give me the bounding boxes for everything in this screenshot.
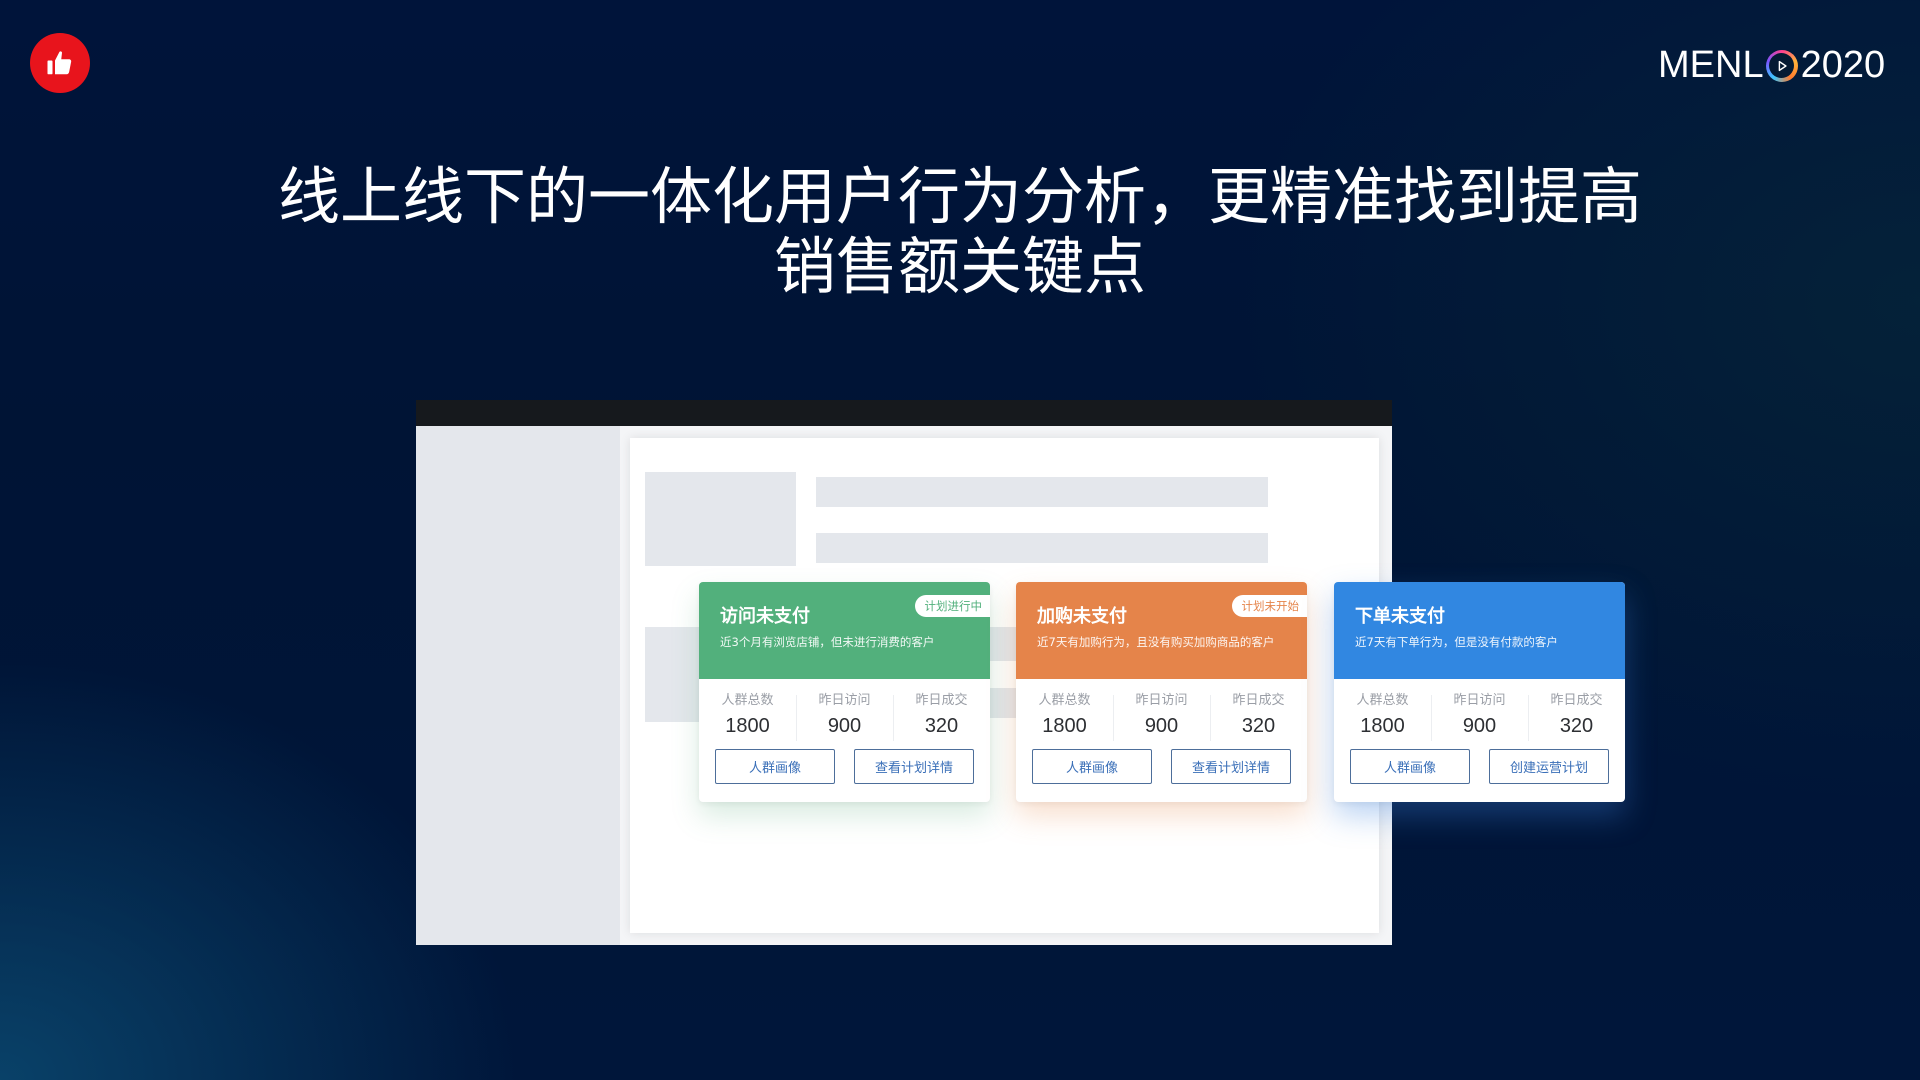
logo-text-left: MENL bbox=[1658, 44, 1764, 86]
like-badge bbox=[30, 33, 90, 93]
stat-label: 昨日访问 bbox=[1135, 693, 1188, 708]
stat-value: 900 bbox=[1462, 715, 1497, 737]
crowd-profile-button[interactable]: 人群画像 bbox=[1350, 749, 1470, 784]
create-ops-plan-button[interactable]: 创建运营计划 bbox=[1489, 749, 1609, 784]
crowd-profile-button[interactable]: 人群画像 bbox=[1032, 749, 1152, 784]
stat-value: 320 bbox=[1241, 715, 1276, 737]
stat-label: 昨日成交 bbox=[1232, 693, 1285, 708]
stat-label: 人群总数 bbox=[1038, 693, 1091, 708]
play-ring-icon bbox=[1765, 49, 1798, 82]
card-stats: 人群总数 1800 昨日访问 900 昨日成交 320 bbox=[1334, 679, 1625, 745]
card-actions: 人群画像 查看计划详情 bbox=[1016, 745, 1307, 784]
stat-deals: 昨日成交 320 bbox=[1210, 693, 1307, 745]
menlo-2020-logo: MENL 2020 bbox=[1658, 44, 1885, 87]
segment-card-visit-unpaid: 访问未支付 近3个月有浏览店铺，但未进行消费的客户 计划进行中 人群总数 180… bbox=[699, 582, 990, 802]
card-description: 近7天有下单行为，但是没有付款的客户 bbox=[1355, 635, 1558, 649]
card-actions: 人群画像 创建运营计划 bbox=[1334, 745, 1625, 784]
card-description: 近3个月有浏览店铺，但未进行消费的客户 bbox=[720, 635, 935, 649]
card-actions: 人群画像 查看计划详情 bbox=[699, 745, 990, 784]
gap-placeholder bbox=[990, 688, 1016, 718]
card-title: 加购未支付 bbox=[1037, 606, 1127, 627]
stat-visits: 昨日访问 900 bbox=[796, 693, 893, 745]
headline-line-1: 线上线下的一体化用户行为分析，更精准找到提高 bbox=[277, 160, 1642, 233]
card-stats: 人群总数 1800 昨日访问 900 昨日成交 320 bbox=[1016, 679, 1307, 745]
stat-total: 人群总数 1800 bbox=[1334, 693, 1431, 745]
stat-value: 320 bbox=[1559, 715, 1594, 737]
stat-deals: 昨日成交 320 bbox=[893, 693, 990, 745]
stat-label: 昨日访问 bbox=[818, 693, 871, 708]
status-badge: 计划进行中 bbox=[914, 595, 990, 617]
card-header: 加购未支付 近7天有加购行为，且没有购买加购商品的客户 计划未开始 bbox=[1016, 582, 1307, 679]
logo-text-right: 2020 bbox=[1800, 44, 1886, 86]
stat-visits: 昨日访问 900 bbox=[1113, 693, 1210, 745]
view-plan-details-button[interactable]: 查看计划详情 bbox=[1171, 749, 1291, 784]
text-line-placeholder bbox=[816, 533, 1268, 563]
gap-placeholder bbox=[990, 627, 1016, 661]
card-header: 下单未支付 近7天有下单行为，但是没有付款的客户 bbox=[1334, 582, 1625, 679]
card-title: 下单未支付 bbox=[1355, 606, 1445, 627]
stat-label: 昨日访问 bbox=[1453, 693, 1506, 708]
stat-total: 人群总数 1800 bbox=[1016, 693, 1113, 745]
crowd-profile-button[interactable]: 人群画像 bbox=[715, 749, 835, 784]
stat-visits: 昨日访问 900 bbox=[1431, 693, 1528, 745]
sidebar-placeholder bbox=[416, 426, 620, 945]
card-stats: 人群总数 1800 昨日访问 900 昨日成交 320 bbox=[699, 679, 990, 745]
stat-value: 1800 bbox=[725, 715, 770, 737]
stat-label: 昨日成交 bbox=[1550, 693, 1603, 708]
stat-value: 1800 bbox=[1360, 715, 1405, 737]
card-description: 近7天有加购行为，且没有购买加购商品的客户 bbox=[1037, 635, 1275, 649]
headline-line-2: 销售额关键点 bbox=[773, 230, 1146, 303]
slide-headline: 线上线下的一体化用户行为分析，更精准找到提高 销售额关键点 bbox=[0, 162, 1920, 302]
stat-value: 900 bbox=[827, 715, 862, 737]
stat-value: 900 bbox=[1144, 715, 1179, 737]
segment-card-order-unpaid: 下单未支付 近7天有下单行为，但是没有付款的客户 人群总数 1800 昨日访问 … bbox=[1334, 582, 1625, 802]
text-line-placeholder bbox=[816, 477, 1268, 507]
stat-deals: 昨日成交 320 bbox=[1528, 693, 1625, 745]
image-placeholder bbox=[645, 472, 796, 566]
stat-value: 1800 bbox=[1042, 715, 1087, 737]
card-header: 访问未支付 近3个月有浏览店铺，但未进行消费的客户 计划进行中 bbox=[699, 582, 990, 679]
stat-total: 人群总数 1800 bbox=[699, 693, 796, 745]
stat-label: 人群总数 bbox=[1356, 693, 1409, 708]
window-title-bar bbox=[416, 400, 1392, 426]
thumbs-up-icon bbox=[47, 51, 72, 75]
stat-label: 昨日成交 bbox=[915, 693, 968, 708]
image-placeholder bbox=[645, 627, 705, 722]
status-badge: 计划未开始 bbox=[1231, 595, 1307, 617]
segment-card-cart-unpaid: 加购未支付 近7天有加购行为，且没有购买加购商品的客户 计划未开始 人群总数 1… bbox=[1016, 582, 1307, 802]
card-title: 访问未支付 bbox=[720, 606, 810, 627]
stat-value: 320 bbox=[924, 715, 959, 737]
view-plan-details-button[interactable]: 查看计划详情 bbox=[854, 749, 974, 784]
stat-label: 人群总数 bbox=[721, 693, 774, 708]
